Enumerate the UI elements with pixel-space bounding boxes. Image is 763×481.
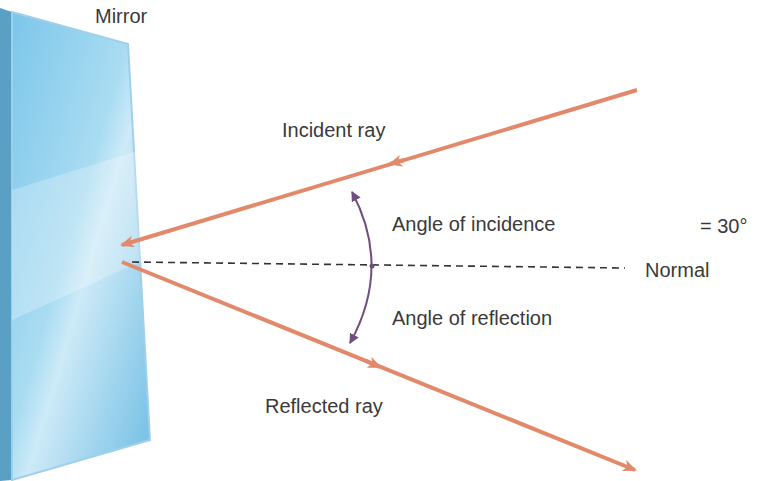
normal-line [132,262,625,268]
incident-ray [122,90,637,245]
mirror-edge [0,8,12,481]
ray-direction-arrow [390,160,404,164]
angle-value: = 30° [700,214,747,238]
mirror-label: Mirror [95,4,147,28]
ray-label: Incident ray [282,118,385,142]
normal-label: Normal [645,258,709,282]
angle-label: Angle of reflection [392,306,552,330]
ray-label: Reflected ray [265,394,383,418]
angle-label: Angle of incidence [392,212,555,236]
mirror-shine [12,150,144,320]
mirror-face [12,12,150,480]
ray-direction-arrow [366,361,380,367]
reflected-ray [122,262,635,470]
arc-dot [370,264,375,269]
angle-arc [350,192,372,343]
